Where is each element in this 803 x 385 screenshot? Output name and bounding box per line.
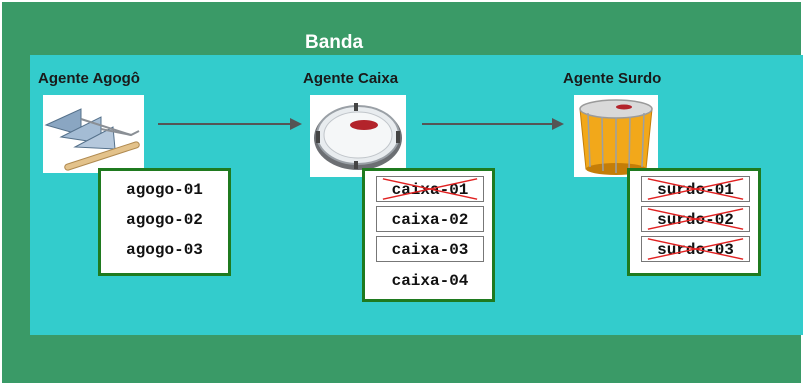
slot-surdo-01: surdo-01 bbox=[641, 176, 750, 202]
arrow-agogo-to-caixa bbox=[158, 118, 302, 130]
slot-agogo-02: agogo-02 bbox=[126, 211, 203, 229]
surdo-drum-icon bbox=[574, 95, 658, 177]
agent-caixa-label: Agente Caixa bbox=[303, 70, 399, 87]
slot-surdo-03: surdo-03 bbox=[641, 236, 750, 262]
arrow-caixa-to-surdo bbox=[422, 118, 564, 130]
slot-surdo-02: surdo-02 bbox=[641, 206, 750, 232]
slot-agogo-01: agogo-01 bbox=[126, 181, 203, 199]
slot-caixa-02: caixa-02 bbox=[376, 206, 484, 232]
slot-caixa-01: caixa-01 bbox=[376, 176, 484, 202]
diagram-title: Banda bbox=[305, 32, 364, 53]
slot-agogo-03: agogo-03 bbox=[126, 241, 203, 259]
snare-drum-icon bbox=[310, 95, 406, 177]
surdo-slot-box: surdo-01 surdo-02 surdo-03 bbox=[627, 168, 761, 276]
agogo-bell-icon bbox=[43, 95, 144, 173]
caixa-slot-box: caixa-01 caixa-02 caixa-03 caixa-04 bbox=[362, 168, 495, 302]
agent-surdo-label: Agente Surdo bbox=[563, 70, 662, 87]
agent-agogo-label: Agente Agogô bbox=[38, 70, 140, 87]
slot-caixa-04: caixa-04 bbox=[391, 272, 469, 290]
slot-caixa-03: caixa-03 bbox=[376, 236, 484, 262]
agogo-slot-box: agogo-01 agogo-02 agogo-03 bbox=[98, 168, 231, 276]
